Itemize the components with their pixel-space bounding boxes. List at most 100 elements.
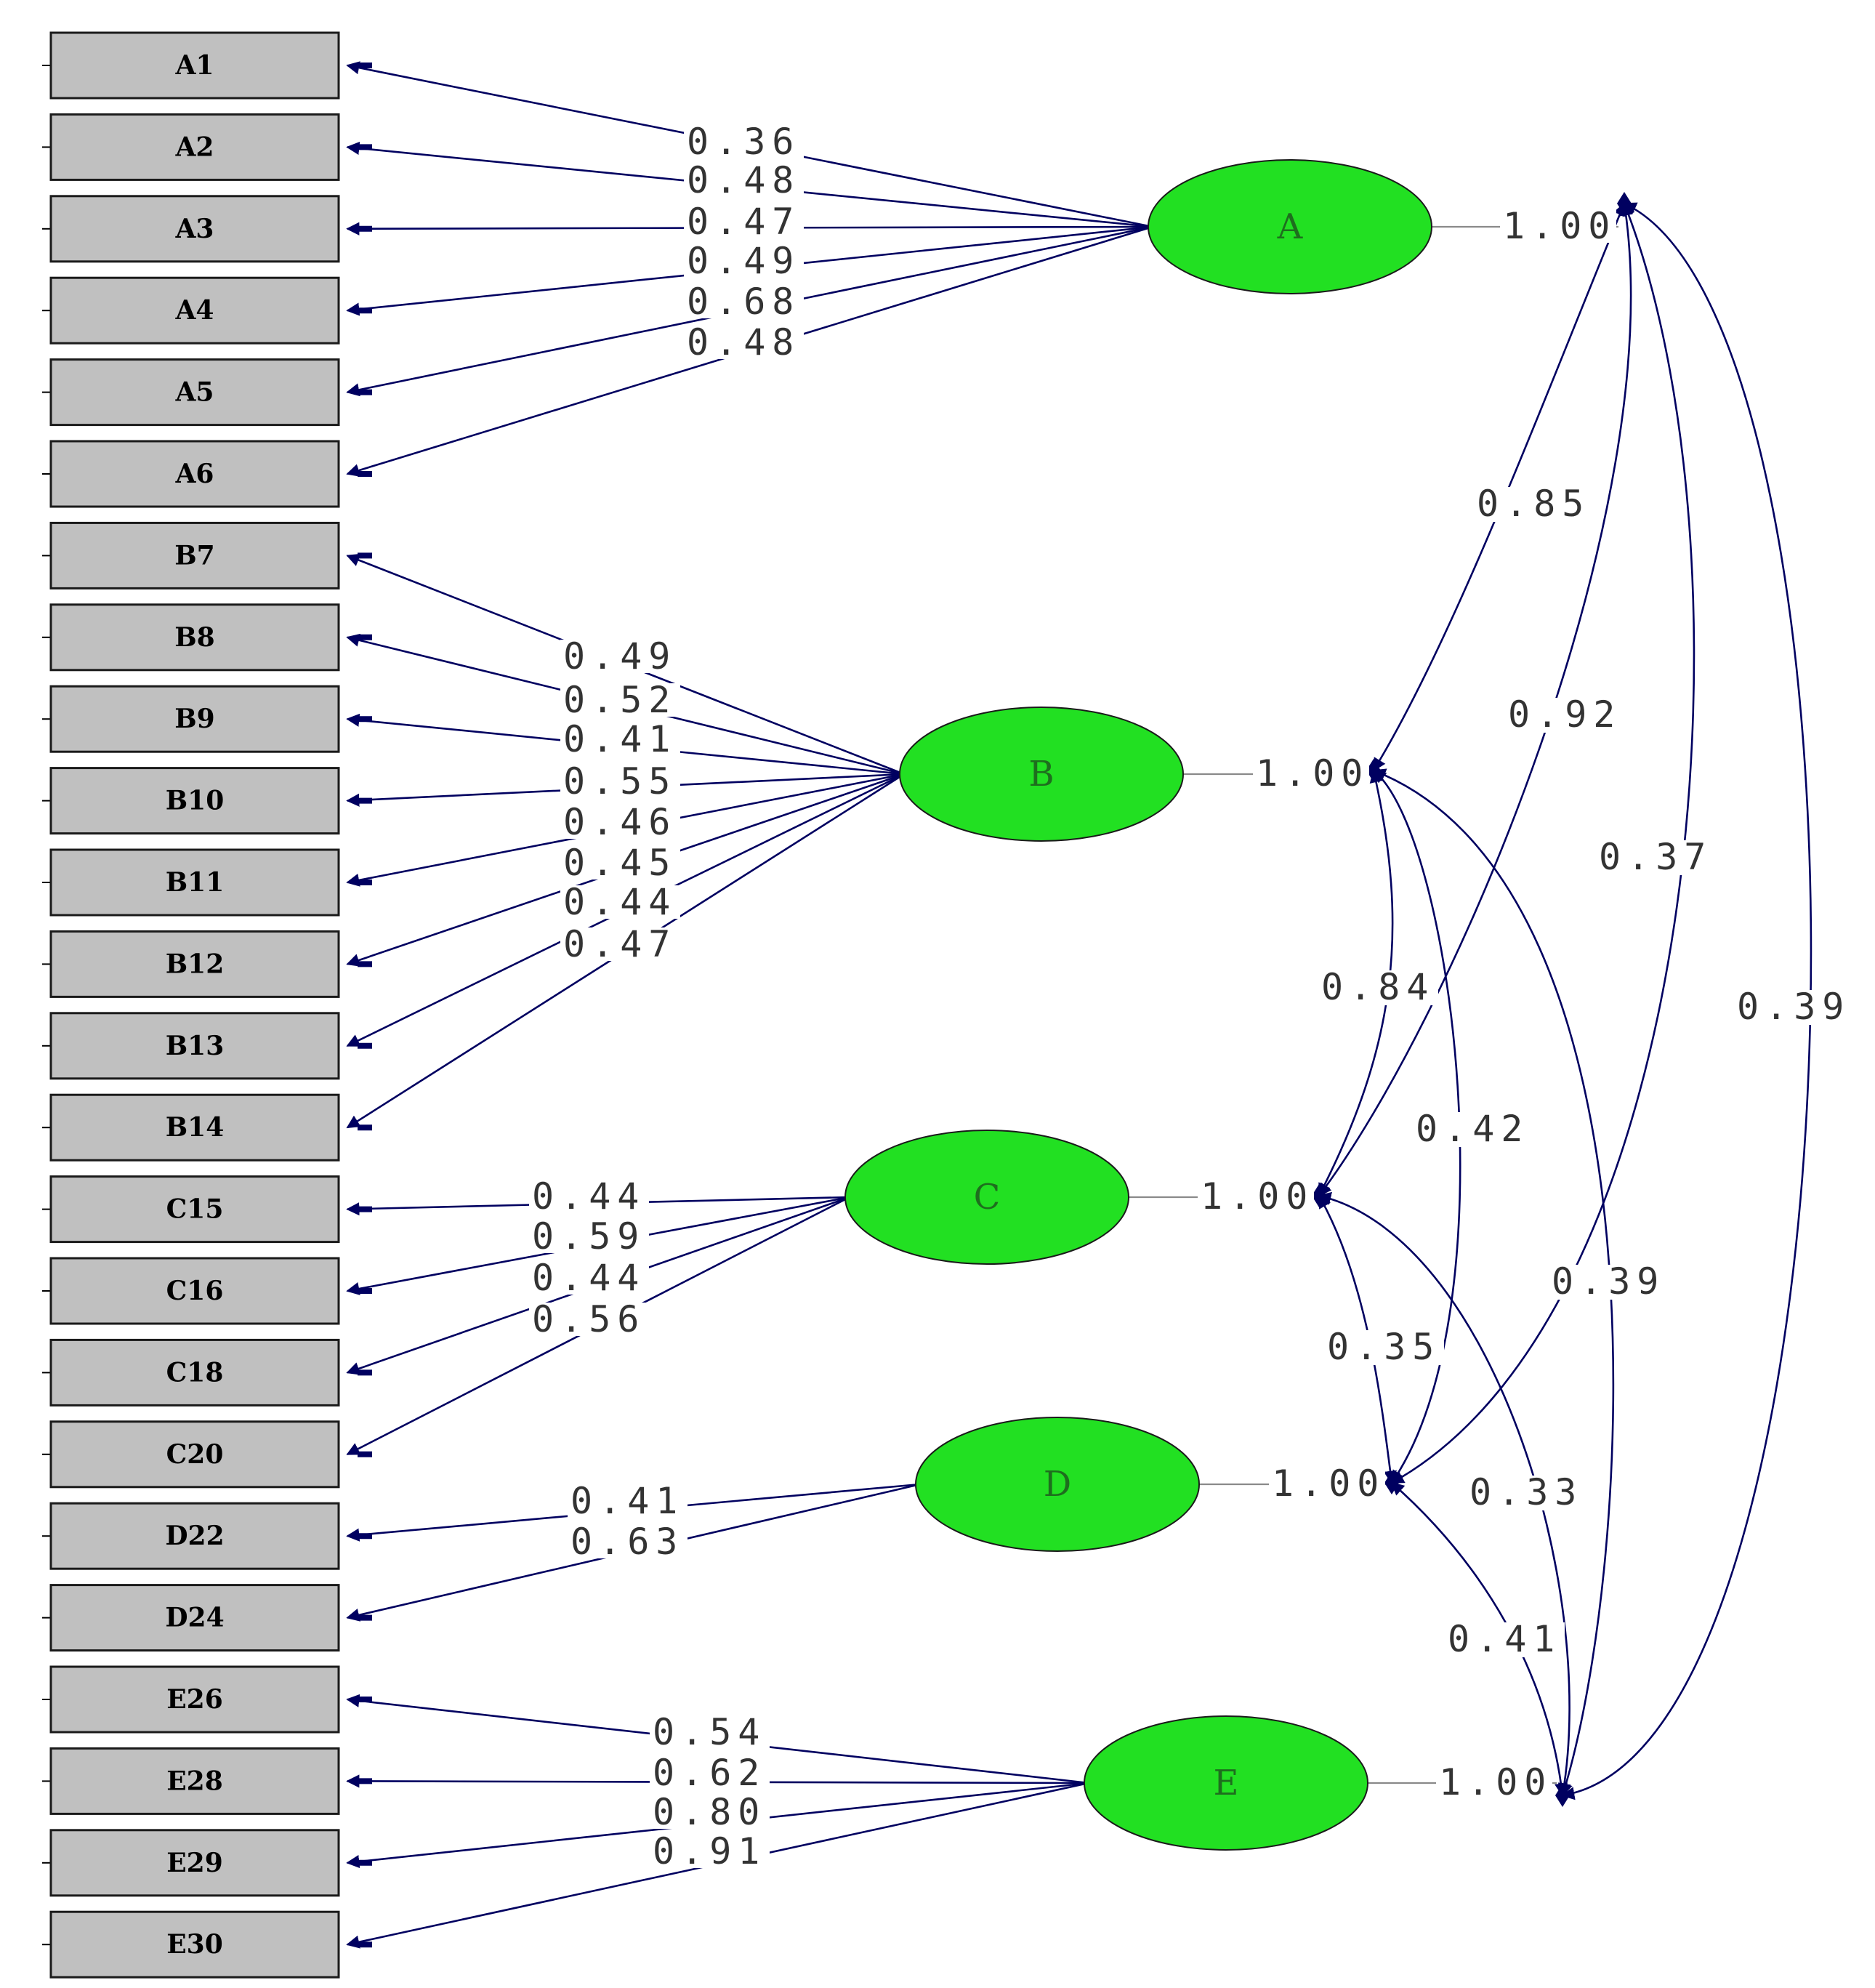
label-background: [684, 125, 804, 158]
indicator-rect: [49, 1829, 340, 1897]
indicator-label: E28: [166, 1766, 223, 1796]
indicator-box-e28: E28: [42, 1747, 340, 1815]
correlation-label-a-e: 0.39: [1734, 986, 1854, 1028]
indicator-box-d24: D24: [42, 1584, 340, 1652]
label-background: [1324, 1330, 1444, 1365]
indicator-rect: [49, 848, 340, 917]
loading-value: 0.59: [532, 1215, 645, 1257]
indicator-rect: [49, 1093, 340, 1162]
indicator-rect: [49, 1584, 340, 1652]
loading-label-b8: 0.52: [560, 679, 680, 721]
label-background: [1318, 970, 1438, 1005]
label-background: [560, 765, 680, 798]
indicator-box-a4: A4: [42, 276, 340, 345]
loading-value: 0.54: [653, 1711, 766, 1753]
correlation-value: 0.41: [1448, 1618, 1561, 1660]
correlation-node-a: [1617, 192, 1632, 215]
loading-value: 0.45: [563, 842, 677, 884]
indicator-box-b13: B13: [42, 1012, 340, 1080]
loading-label-c18: 0.44: [529, 1257, 649, 1299]
factor-d: D: [915, 1417, 1200, 1552]
loading-value: 0.55: [563, 760, 677, 802]
indicator-rect: [49, 276, 340, 345]
label-background: [1734, 990, 1854, 1025]
loading-label-b12: 0.45: [560, 842, 680, 884]
variance-value: 1.00: [1201, 1175, 1314, 1218]
loading-label-a6: 0.48: [684, 321, 804, 363]
indicator-box-a5: A5: [42, 358, 340, 427]
label-background: [568, 1484, 688, 1518]
loading-label-b11: 0.46: [560, 801, 680, 843]
loading-value: 0.41: [563, 718, 677, 760]
correlation-value: 0.39: [1737, 986, 1850, 1028]
factor-ellipse: [844, 1130, 1129, 1265]
factor-label: A: [1277, 206, 1304, 247]
loading-label-b10: 0.55: [560, 760, 680, 802]
indicator-rect: [49, 1338, 340, 1407]
indicator-label: A1: [175, 50, 214, 81]
indicator-label: D24: [165, 1603, 224, 1633]
label-background: [560, 723, 680, 756]
indicator-label: C15: [166, 1194, 224, 1225]
correlation-node-e: [1555, 1784, 1570, 1807]
label-background: [650, 1795, 770, 1829]
indicator-box-b10: B10: [42, 767, 340, 835]
indicator-label: A5: [175, 377, 214, 408]
indicator-layer: A1A2A3A4A5A6B7B8B9B10B11B12B13B14C15C16C…: [42, 31, 340, 1979]
variance-value: 1.00: [1256, 752, 1369, 794]
indicator-rect: [49, 113, 340, 181]
indicator-box-a3: A3: [42, 195, 340, 263]
indicator-box-b8: B8: [42, 603, 340, 672]
correlation-path-b-e: [1372, 768, 1615, 1797]
label-background: [684, 285, 804, 318]
label-background: [1549, 1265, 1669, 1300]
indicator-label: A3: [175, 214, 214, 244]
variance-label-c: 1.00: [1198, 1175, 1314, 1218]
correlation-value: 0.35: [1327, 1326, 1440, 1368]
variance-label-d: 1.00: [1269, 1462, 1385, 1505]
indicator-box-a2: A2: [42, 113, 340, 181]
correlation-value: 0.84: [1321, 966, 1435, 1008]
indicator-label: D22: [165, 1521, 224, 1551]
correlation-value: 0.42: [1416, 1108, 1529, 1150]
indicator-label: B9: [174, 704, 214, 734]
loading-value: 0.91: [653, 1830, 766, 1872]
correlation-node-c: [1312, 1184, 1326, 1207]
loading-label-c16: 0.59: [529, 1215, 649, 1257]
indicator-box-a6: A6: [42, 440, 340, 508]
factor-ellipse: [1084, 1715, 1368, 1851]
correlation-path-c-e: [1318, 1191, 1571, 1797]
loading-value: 0.44: [532, 1257, 645, 1299]
correlation-label-c-d: 0.35: [1324, 1326, 1444, 1368]
loading-value: 0.48: [687, 321, 800, 363]
variance-label-b: 1.00: [1253, 752, 1369, 794]
indicator-box-c16: C16: [42, 1257, 340, 1325]
loading-label-b9: 0.41: [560, 718, 680, 760]
indicator-label: B11: [166, 867, 225, 898]
loading-label-a2: 0.48: [684, 159, 804, 201]
variance-value: 1.00: [1439, 1761, 1552, 1803]
indicator-label: B13: [166, 1031, 225, 1061]
correlation-label-a-d: 0.37: [1596, 836, 1716, 878]
label-background: [560, 683, 680, 717]
correlation-node-d: [1384, 1471, 1399, 1494]
factor-a: A: [1148, 159, 1432, 294]
loading-value: 0.44: [563, 881, 677, 923]
factor-b: B: [899, 707, 1184, 842]
factor-e: E: [1084, 1715, 1368, 1851]
indicator-label: B8: [174, 622, 214, 653]
indicator-rect: [49, 1747, 340, 1815]
loading-label-a4: 0.49: [684, 240, 804, 282]
indicator-box-e29: E29: [42, 1829, 340, 1897]
indicator-rect: [49, 1175, 340, 1244]
indicator-box-c20: C20: [42, 1420, 340, 1489]
loading-label-e26: 0.54: [650, 1711, 770, 1753]
indicator-box-a1: A1: [42, 31, 340, 100]
loading-value: 0.68: [687, 281, 800, 323]
correlation-label-a-b: 0.85: [1474, 483, 1594, 525]
indicator-label: C20: [166, 1439, 224, 1470]
indicator-rect: [49, 767, 340, 835]
indicator-label: A6: [175, 459, 214, 489]
